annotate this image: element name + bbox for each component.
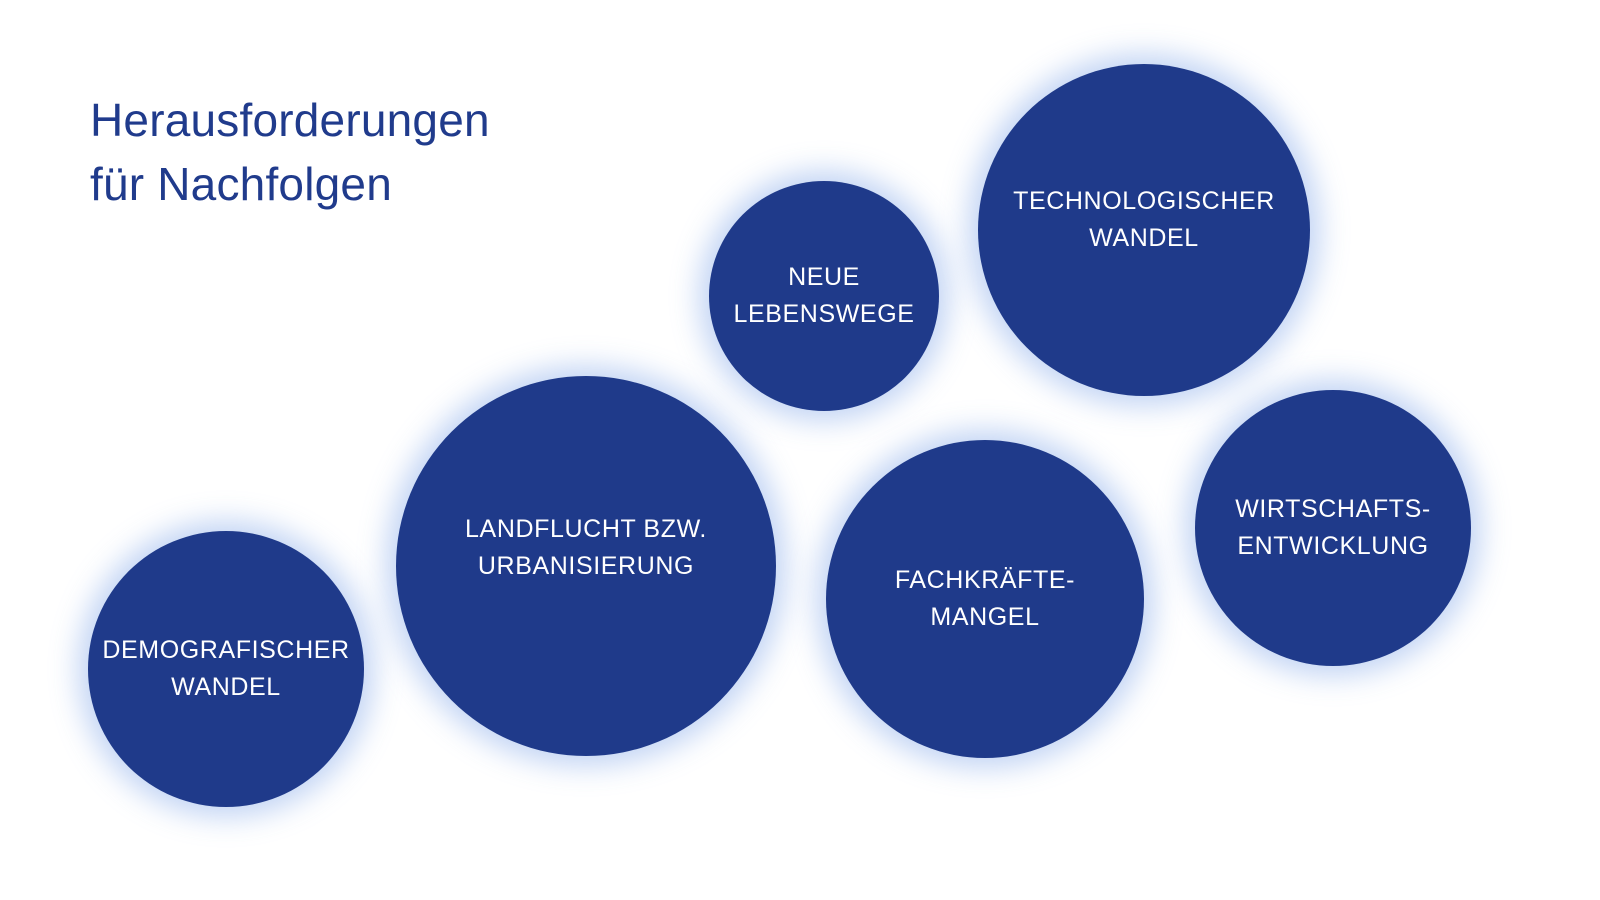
bubble-fachkraeftemangel: FACHKRÄFTE- MANGEL [826, 440, 1144, 758]
title-line-2: für Nachfolgen [90, 158, 392, 210]
bubble-landflucht: LANDFLUCHT BZW. URBANISIERUNG [396, 376, 776, 756]
title-line-1: Herausforderungen [90, 94, 490, 146]
bubble-neue-lebenswege: NEUE LEBENSWEGE [709, 181, 939, 411]
bubble-technologischer-wandel: TECHNOLOGISCHER WANDEL [978, 64, 1310, 396]
bubble-label: NEUE LEBENSWEGE [733, 263, 915, 328]
bubble-label: TECHNOLOGISCHER WANDEL [1013, 187, 1275, 252]
bubble-label: FACHKRÄFTE- MANGEL [894, 566, 1076, 631]
bubble-wirtschaftsentwicklung: WIRTSCHAFTS- ENTWICKLUNG [1195, 390, 1471, 666]
diagram-title: Herausforderungen für Nachfolgen [90, 88, 490, 216]
bubble-demografischer-wandel: DEMOGRAFISCHER WANDEL [88, 531, 364, 807]
bubble-label: LANDFLUCHT BZW. URBANISIERUNG [465, 515, 707, 580]
bubble-label: WIRTSCHAFTS- ENTWICKLUNG [1235, 495, 1431, 560]
bubble-label: DEMOGRAFISCHER WANDEL [102, 636, 350, 701]
